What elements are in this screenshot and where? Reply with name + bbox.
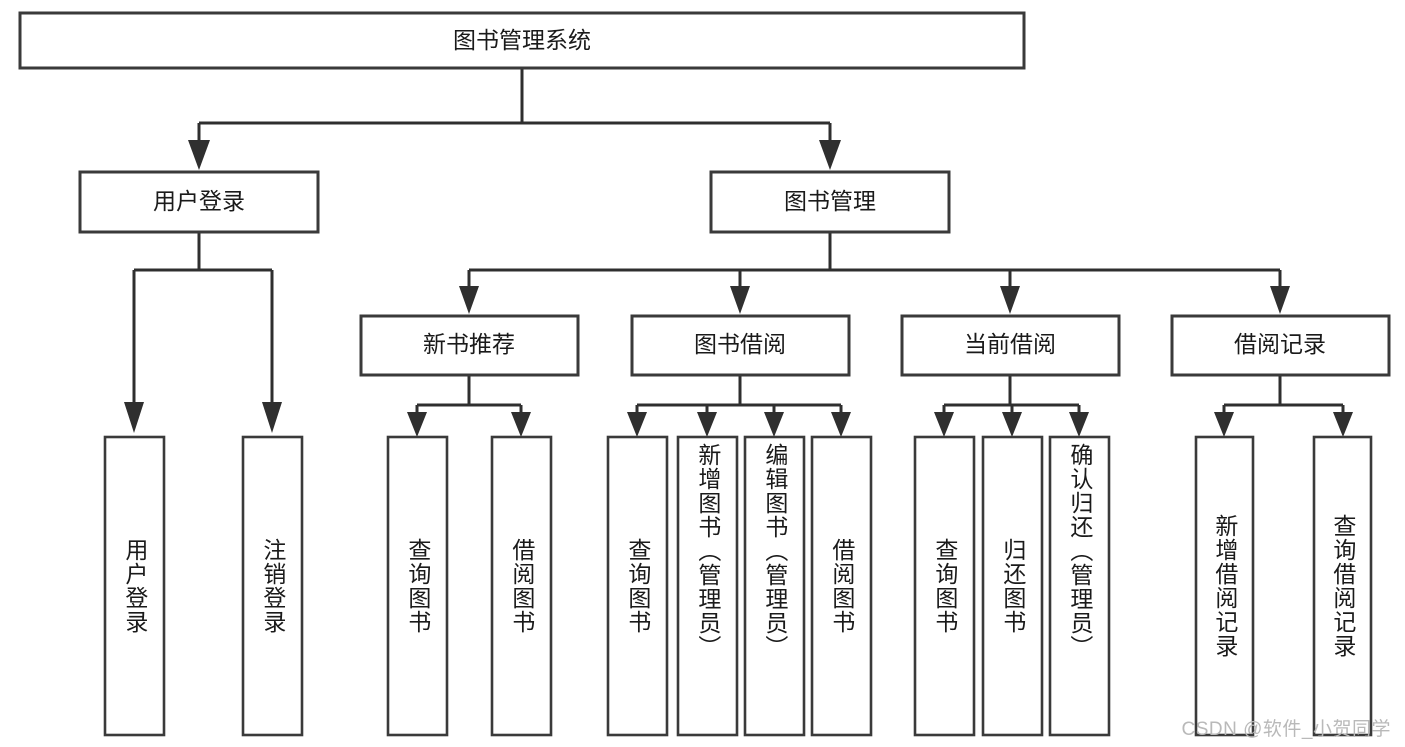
- label-book-management: 图书管理: [784, 188, 876, 214]
- leaf-current-borrow-1[interactable]: [981, 435, 1044, 737]
- arrowhead-bookborrow: [730, 286, 750, 314]
- node-labels: 图书管理系统 用户登录 图书管理 新书推荐 图书借阅 当前借阅 借阅记录: [153, 27, 1326, 357]
- leaf-user-login-1[interactable]: [241, 435, 304, 737]
- label-book-borrow: 图书借阅: [694, 331, 786, 357]
- arrowhead-bookmgmt: [819, 140, 841, 170]
- node-new-book-recommend[interactable]: [359, 314, 580, 377]
- watermark-label: CSDN @软件_小贺同学: [1181, 719, 1391, 740]
- arrowhead-newbook-leaf-2: [511, 412, 531, 437]
- leaf-borrow-record-1[interactable]: [1312, 435, 1373, 737]
- label-new-book-recommend: 新书推荐: [423, 331, 515, 357]
- arrowhead-bookborrow-leaf-3: [764, 412, 784, 437]
- arrowhead-bookborrow-leaf-2: [697, 412, 717, 437]
- label-user-login: 用户登录: [153, 188, 245, 214]
- node-boxes: [18, 11, 1391, 737]
- arrowhead-bookborrow-leaf-1: [627, 412, 647, 437]
- node-user-login[interactable]: [78, 170, 320, 234]
- leaf-user-login-0[interactable]: [103, 435, 166, 737]
- arrowhead-logout-leaf: [262, 402, 282, 433]
- arrowhead-currentborrow-leaf-2: [1002, 412, 1022, 437]
- leaf-new-book-0[interactable]: [386, 435, 449, 737]
- label-borrow-record: 借阅记录: [1234, 331, 1326, 357]
- label-root: 图书管理系统: [453, 27, 591, 53]
- node-root[interactable]: [18, 11, 1026, 70]
- node-current-borrow[interactable]: [900, 314, 1121, 377]
- arrowhead-currentborrow: [1000, 286, 1020, 314]
- arrowhead-newbook-leaf-1: [407, 412, 427, 437]
- leaf-current-borrow-0[interactable]: [913, 435, 976, 737]
- connectors: [124, 68, 1353, 437]
- label-current-borrow: 当前借阅: [964, 331, 1056, 357]
- leaf-current-borrow-2[interactable]: [1048, 435, 1111, 737]
- leaf-book-borrow-0[interactable]: [606, 435, 669, 737]
- arrowhead-userlogin: [188, 140, 210, 170]
- node-book-borrow[interactable]: [630, 314, 851, 377]
- leaf-new-book-1[interactable]: [490, 435, 553, 737]
- leaf-borrow-record-0[interactable]: [1194, 435, 1255, 737]
- arrowhead-currentborrow-leaf-3: [1069, 412, 1089, 437]
- node-book-management[interactable]: [709, 170, 951, 234]
- leaf-book-borrow-3[interactable]: [810, 435, 873, 737]
- leaf-book-borrow-1[interactable]: [676, 435, 739, 737]
- arrowhead-borrowrecord-leaf-1: [1214, 412, 1234, 437]
- arrowhead-bookborrow-leaf-4: [831, 412, 851, 437]
- arrowhead-newbook: [459, 286, 479, 314]
- arrowhead-borrowrecord-leaf-2: [1333, 412, 1353, 437]
- node-borrow-record[interactable]: [1170, 314, 1391, 377]
- arrowhead-borrowrecord: [1270, 286, 1290, 314]
- leaf-book-borrow-2[interactable]: [743, 435, 806, 737]
- arrowhead-user-login-leaf: [124, 402, 144, 433]
- arrowhead-currentborrow-leaf-1: [934, 412, 954, 437]
